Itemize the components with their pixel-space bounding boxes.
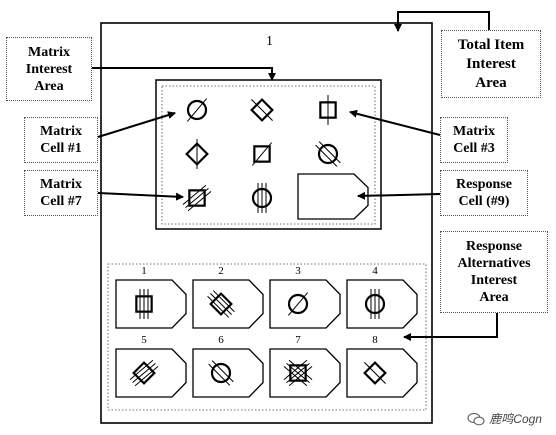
matrix-cell-1 [186,98,208,122]
line-texture [134,366,159,387]
square-shape [253,145,271,163]
circle-shape [251,187,273,209]
alternative-7[interactable] [269,348,341,398]
line-texture [207,295,230,318]
line-texture [211,360,234,383]
line-texture [208,363,231,386]
line-texture [210,293,232,315]
square-shape [135,295,153,313]
circle-shape [317,143,339,165]
arrow-matrix-cell-3 [349,109,441,136]
diamond-shape [363,361,387,385]
alternative-3[interactable] [269,279,341,329]
alternative-card[interactable] [192,348,264,398]
matrix-cell-5 [251,142,273,166]
line-texture [132,362,156,384]
alternative-number: 8 [372,334,378,346]
arrow-alternatives-interest-area [403,313,498,341]
watermark-text: 鹿鸣Cogn [489,412,542,426]
alternative-card[interactable] [346,279,418,329]
label-total-item-interest-area: Total Item Interest Area [441,30,541,98]
circle-shape [364,293,386,315]
matrix-cell-2 [250,98,274,122]
alternative-card[interactable] [346,348,418,398]
circle-shape [186,99,208,121]
alternative-number: 2 [218,265,224,277]
arrow-response-cell [357,191,441,200]
line-texture [288,366,313,387]
response-cell-blank[interactable] [297,173,369,220]
alternative-number: 4 [372,265,378,277]
diamond-shape [185,142,209,166]
line-texture [283,359,308,380]
alternative-8[interactable] [346,348,418,398]
square-shape [319,101,337,119]
line-texture [288,359,313,380]
item-number: 1 [266,34,273,49]
watermark: 鹿鸣Cogn [467,410,542,427]
matrix-cell-8 [251,183,273,213]
line-texture [182,184,207,205]
alternative-2[interactable] [192,279,264,329]
matrix-cell-7 [182,184,212,212]
alternative-number: 3 [295,265,301,277]
matrix-interest-area [161,85,376,225]
line-texture [129,359,154,380]
label-matrix-cell-7: Matrix Cell #7 [24,170,98,216]
diamond-shape [132,361,156,385]
arrow-matrix-interest-area [92,67,276,81]
label-matrix-interest-area: Matrix Interest Area [6,37,92,101]
alternative-number: 1 [141,265,147,277]
circle-shape [210,362,232,384]
line-texture [315,144,338,167]
diamond-shape [250,98,274,122]
line-texture [283,366,308,387]
arrow-matrix-cell-7 [97,192,184,201]
line-texture [251,99,273,121]
alternative-5[interactable] [115,348,187,398]
alternatives-interest-area [107,263,427,411]
chat-bubble-icon [467,412,485,425]
circle-shape [287,293,309,315]
alternative-6[interactable] [192,348,264,398]
item-frame [100,22,433,424]
line-texture [187,191,212,212]
alternative-number: 7 [295,334,301,346]
matrix-cell-4 [185,139,209,169]
square-shape [289,364,307,382]
label-response-cell-9: Response Cell (#9) [440,170,528,216]
alternative-1[interactable] [115,279,187,329]
alternative-card[interactable] [192,279,264,329]
label-response-alternatives-interest-area: Response Alternatives Interest Area [440,231,548,313]
matrix-cells [182,95,369,220]
alternative-number: 6 [218,334,224,346]
matrix-cell-3 [319,95,337,125]
line-texture [364,362,386,384]
matrix-cell-9[interactable] [297,173,369,220]
matrix-cell-6 [315,141,341,167]
label-matrix-cell-1: Matrix Cell #1 [24,117,98,163]
diamond-shape [209,292,233,316]
line-texture [318,141,341,164]
square-shape [188,189,206,207]
alternative-4[interactable] [346,279,418,329]
line-texture [212,290,235,313]
arrow-matrix-cell-1 [97,111,176,138]
response-alternatives [115,279,418,398]
alternative-number: 5 [141,334,147,346]
alternative-card[interactable] [269,279,341,329]
arrow-total-item-interest-area [394,11,490,32]
label-matrix-cell-3: Matrix Cell #3 [440,117,508,163]
